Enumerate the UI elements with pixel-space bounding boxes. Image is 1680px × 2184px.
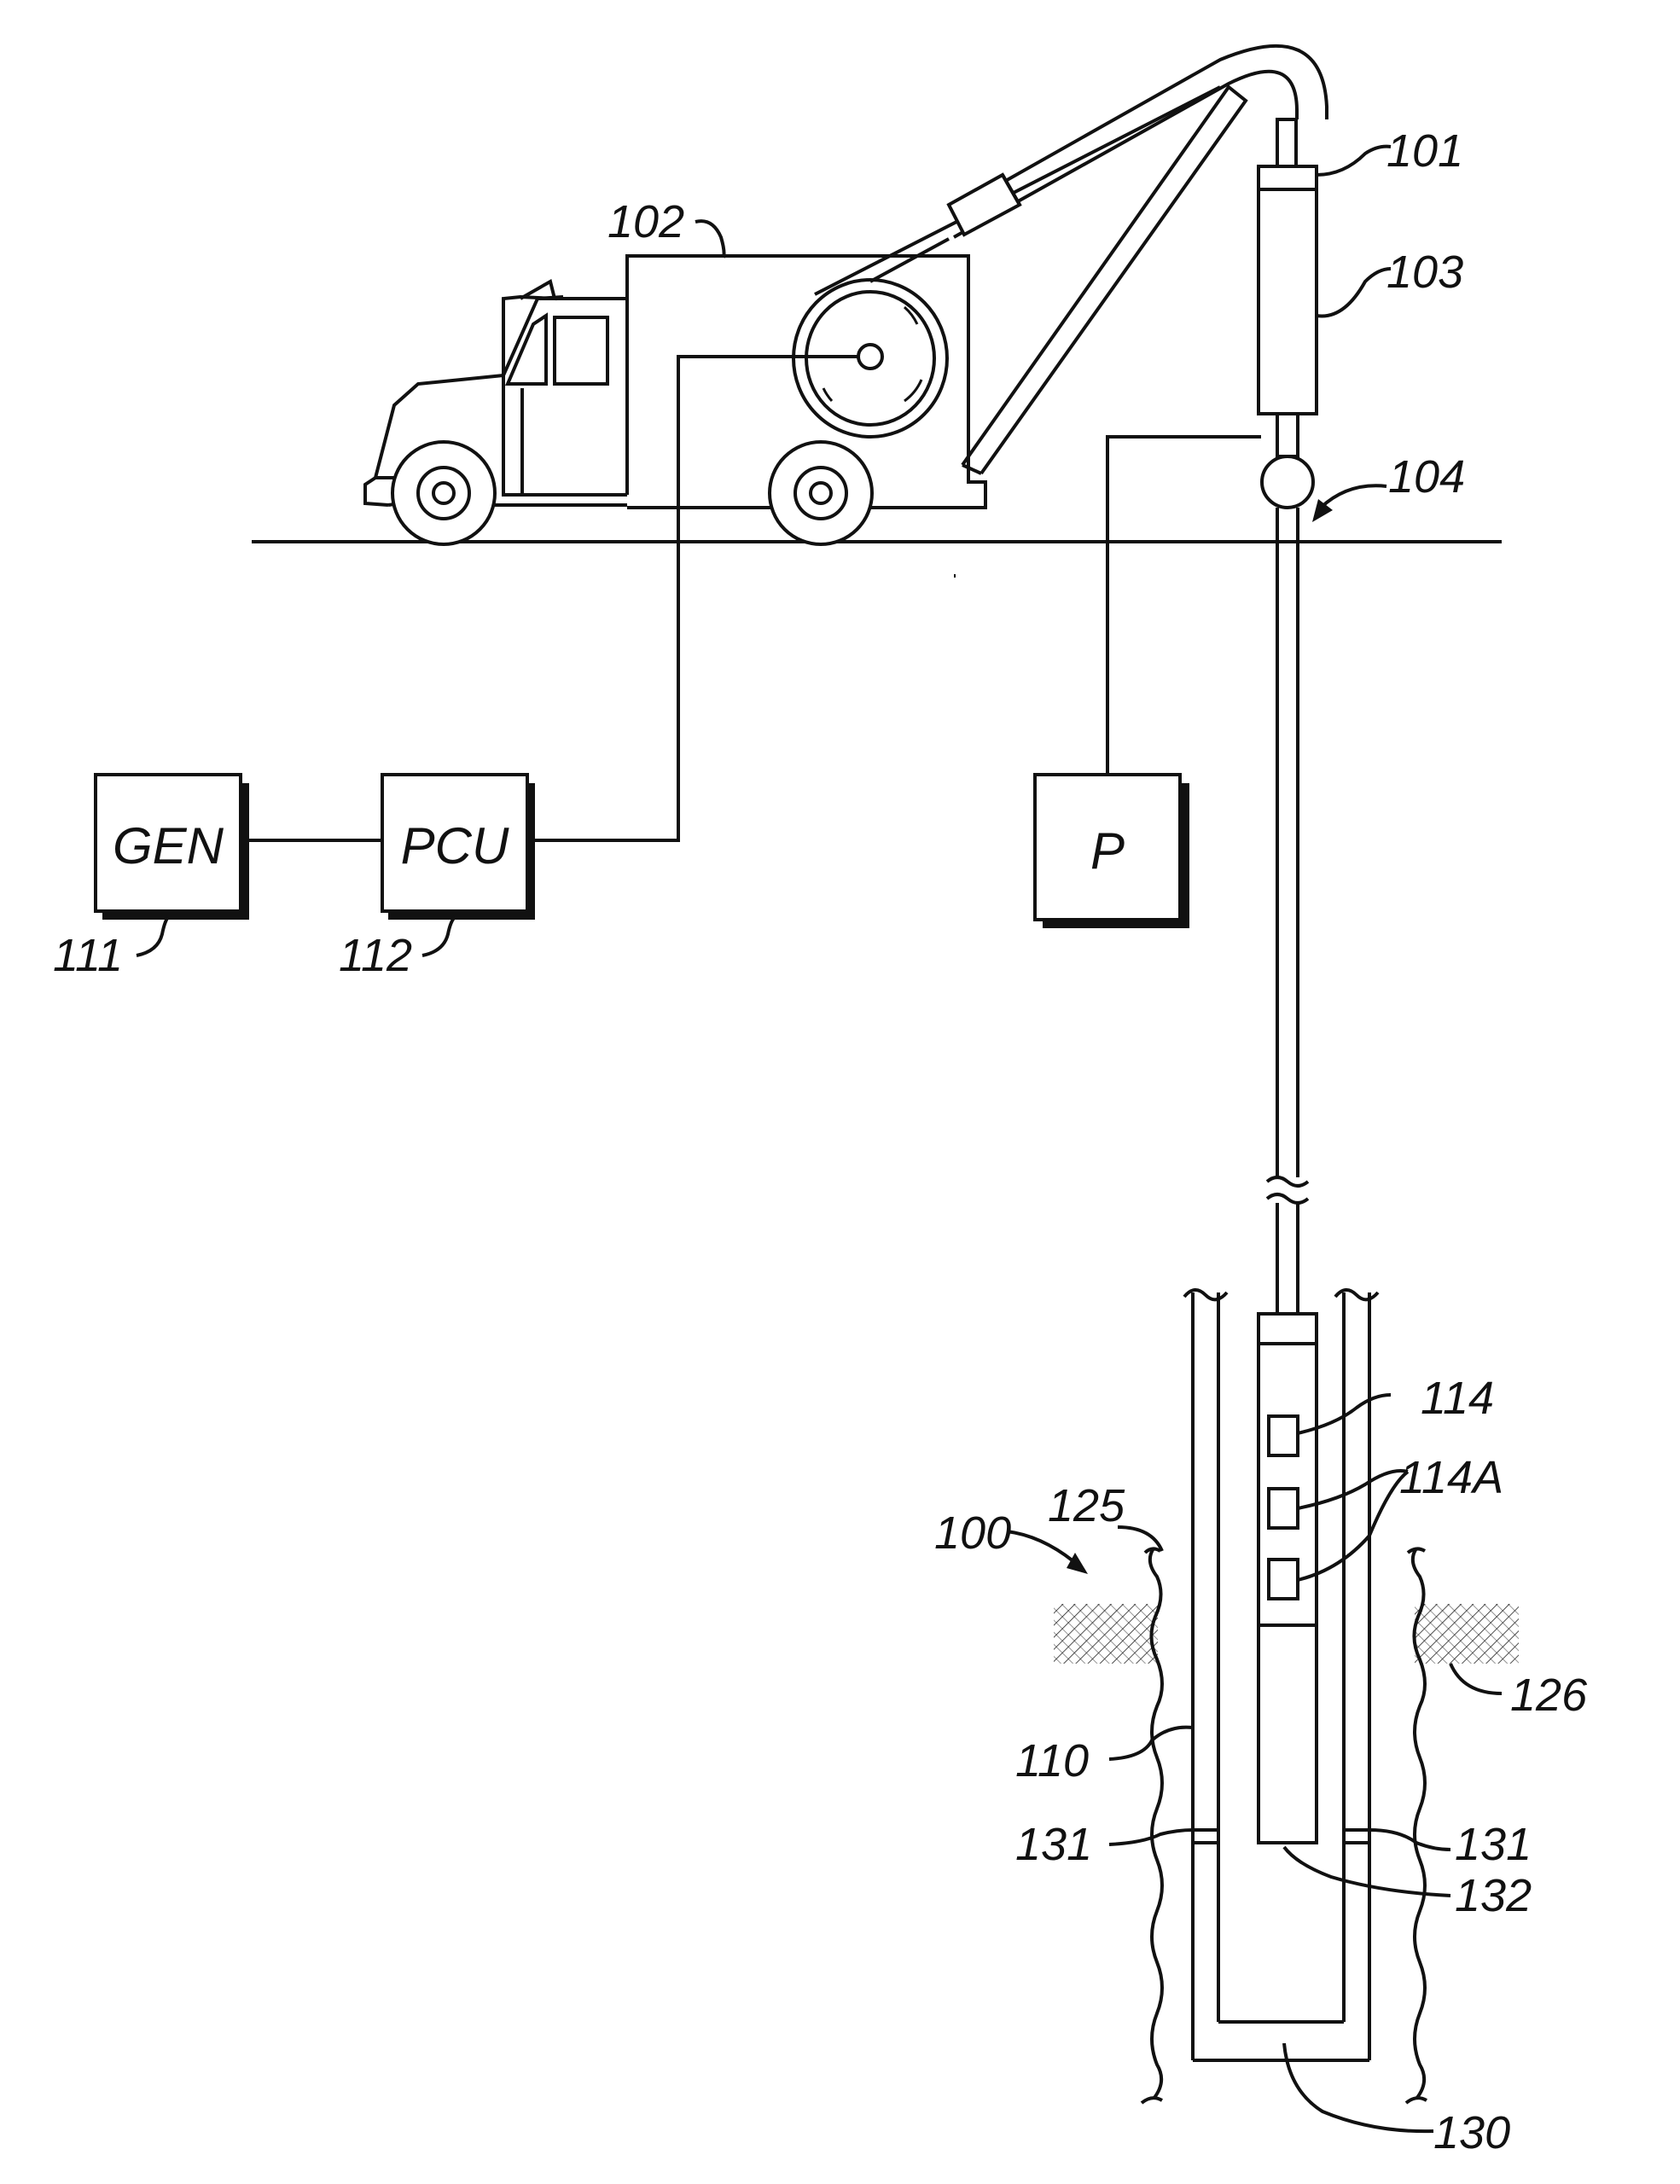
pcu-box: PCU: [382, 775, 535, 920]
wellhead-valve: [1262, 456, 1386, 522]
pump-line: [1107, 437, 1261, 775]
ref-104: 104: [1388, 451, 1465, 502]
ref-114: 114: [1421, 1373, 1494, 1424]
ref-102: 102: [607, 196, 684, 247]
pump-box: P: [1035, 775, 1189, 928]
ref-130: 130: [1433, 2107, 1510, 2158]
reference-numerals: 101 102 103 104 111 112 114 114A 125 100…: [53, 125, 1588, 2158]
ref-112: 112: [339, 930, 412, 981]
ref-132: 132: [1455, 1870, 1532, 1921]
ref-114a: 114A: [1399, 1452, 1503, 1503]
power-cable-line: [529, 357, 858, 840]
ref-101: 101: [1386, 125, 1463, 177]
ref-126: 126: [1510, 1670, 1588, 1721]
ref-100: 100: [934, 1507, 1011, 1559]
generator-label: GEN: [113, 817, 224, 874]
ref-131-left: 131: [1015, 1819, 1092, 1870]
ref-103: 103: [1386, 247, 1463, 298]
lubricator-stack: [1259, 166, 1317, 456]
ref-110: 110: [1015, 1735, 1089, 1786]
pcu-label: PCU: [401, 817, 509, 874]
pump-label: P: [1090, 822, 1125, 880]
wireline-cable: [1267, 508, 1308, 1314]
ref-125: 125: [1048, 1480, 1125, 1531]
ref-111: 111: [53, 930, 123, 981]
ref-131-right: 131: [1455, 1819, 1532, 1870]
generator-box: GEN: [96, 775, 249, 920]
